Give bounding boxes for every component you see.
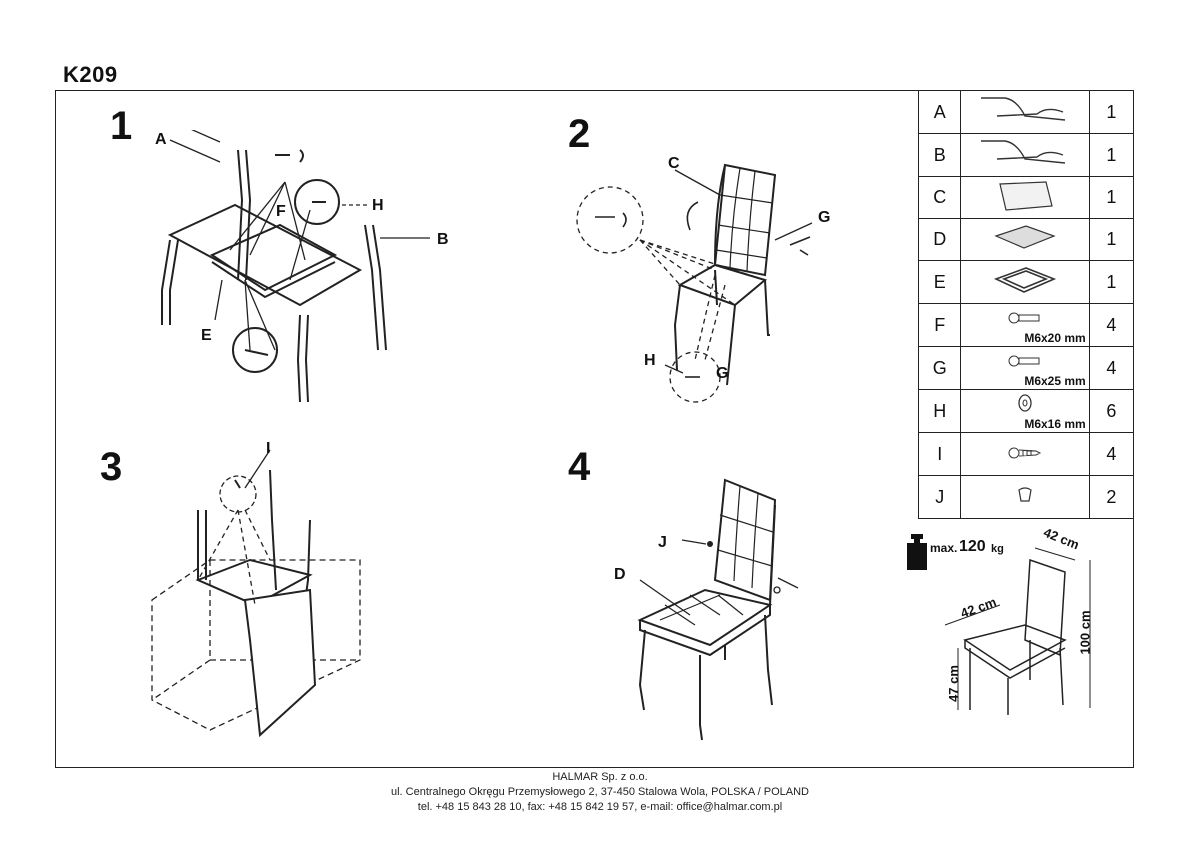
part-code: D [917,218,962,261]
company-address: ul. Centralnego Okręgu Przemysłowego 2, … [390,786,809,798]
part-quantity: 4 [1088,432,1135,476]
part-code: E [917,260,962,304]
part-quantity: 4 [1088,346,1135,390]
part-code: J [917,475,962,519]
part-illustration: M6x16 mm [960,389,1090,433]
label-c: C [668,155,680,172]
screw-icon [1008,444,1042,465]
label-h: H [372,197,384,214]
part-quantity: 1 [1088,260,1135,304]
max-load-unit: kg [991,543,1004,555]
part-code: F [917,303,962,347]
label-f: F [276,203,286,220]
company-name: HALMAR Sp. z o.o. [552,771,648,783]
label-g-bottom: G [716,365,729,382]
label-b: B [437,231,449,248]
step-2-illustration [576,163,813,403]
weight-icon [907,534,927,570]
part-code: G [917,346,962,390]
washer-icon [1017,393,1033,418]
part-illustration [960,475,1090,519]
seat-frame-icon [990,265,1060,300]
part-code: H [917,389,962,433]
part-size: M6x20 mm [1024,331,1086,345]
step-1-illustration [161,130,430,403]
part-quantity: 4 [1088,303,1135,347]
part-illustration [960,260,1090,304]
part-illustration [960,432,1090,476]
part-illustration: M6x20 mm [960,303,1090,347]
rear-frame-icon [977,94,1073,131]
bolt-icon [1008,352,1042,373]
label-a: A [155,131,167,148]
part-quantity: 1 [1088,176,1135,219]
step-number-1: 1 [110,104,133,148]
step-number-3: 3 [100,445,123,489]
label-i: I [266,440,271,457]
label-g-top: G [818,209,831,226]
company-footer: HALMAR Sp. z o.o. ul. Centralnego Okręgu… [0,770,1200,815]
cap-icon [1015,486,1035,509]
seat-cushion-icon [990,222,1060,257]
part-quantity: 2 [1088,475,1135,519]
step-number-4: 4 [568,445,591,489]
part-illustration [960,133,1090,177]
part-illustration [960,90,1090,134]
instruction-frame [55,90,1134,768]
part-quantity: 1 [1088,90,1135,134]
backrest-icon [990,178,1060,217]
label-e: E [201,327,212,344]
front-frame-icon [977,137,1073,174]
step-number-2: 2 [568,112,591,156]
part-quantity: 6 [1088,389,1135,433]
step-4-illustration [637,478,799,741]
part-code: I [917,432,962,476]
dimension-seat-height: 47 cm [945,665,961,702]
part-illustration [960,218,1090,261]
part-quantity: 1 [1088,218,1135,261]
part-quantity: 1 [1088,133,1135,177]
part-size: M6x16 mm [1024,417,1086,431]
part-size: M6x25 mm [1024,374,1086,388]
part-illustration [960,176,1090,219]
dimension-drawing [944,547,1091,715]
part-illustration: M6x25 mm [960,346,1090,390]
dimension-height: 100 cm [1077,610,1093,655]
model-title: K209 [63,62,118,87]
max-load-value: 120 [959,538,986,555]
step-3-illustration [151,449,361,738]
part-code: A [917,90,962,134]
part-code: B [917,133,962,177]
label-h-step2: H [644,352,656,369]
bolt-icon [1008,309,1042,330]
label-j: J [658,534,667,551]
part-code: C [917,176,962,219]
company-contact: tel. +48 15 843 28 10, fax: +48 15 842 1… [417,801,783,813]
max-load-prefix: max. [930,541,958,555]
label-d: D [614,566,626,583]
